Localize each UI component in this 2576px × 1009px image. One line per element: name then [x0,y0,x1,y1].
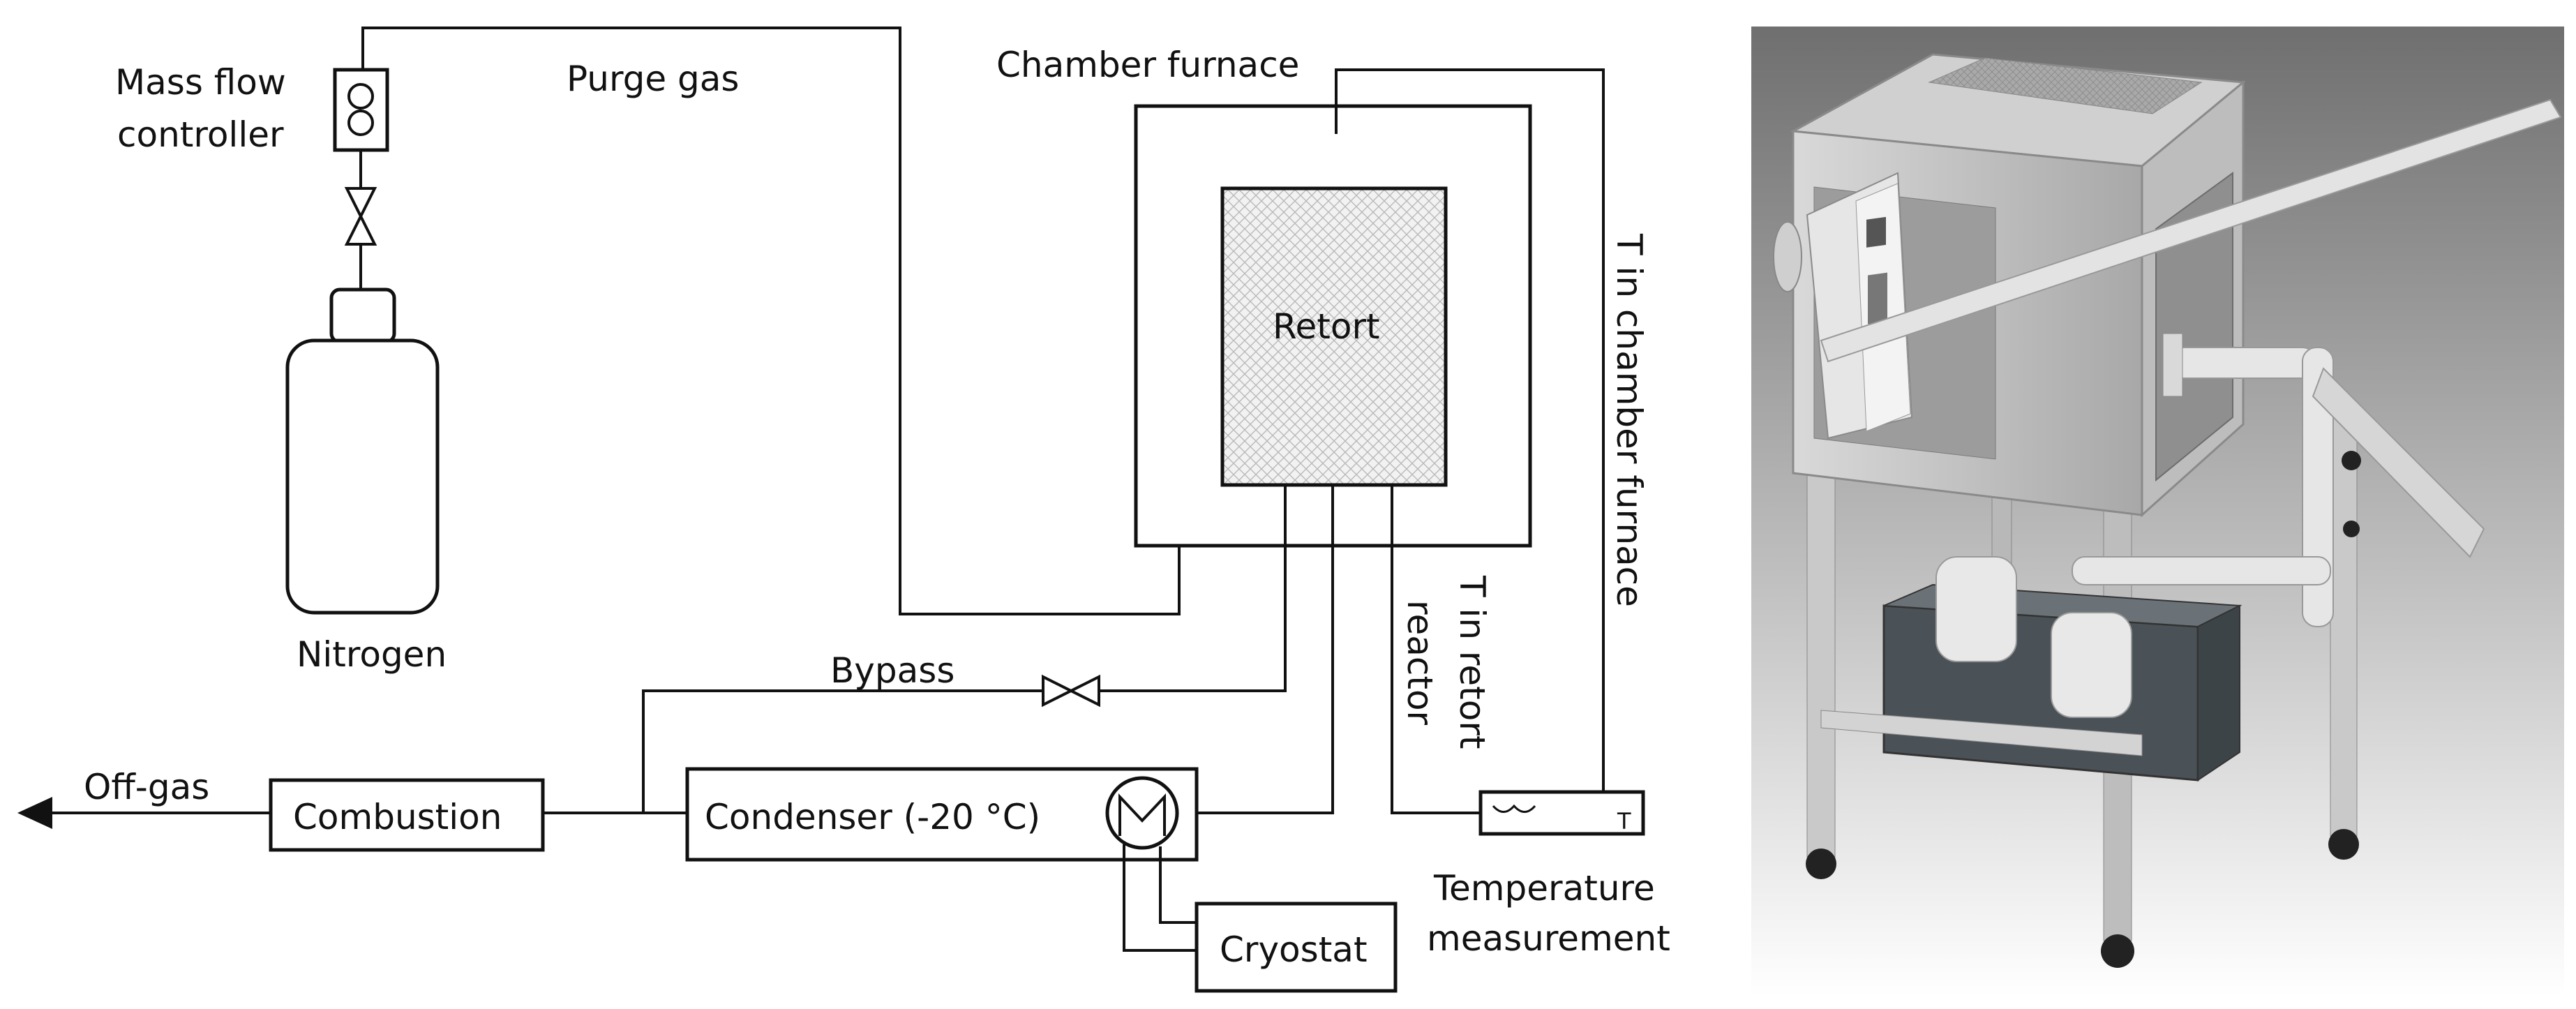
t-retort-label-2: reactor [1400,600,1440,726]
furnace-3d-render [1751,27,2564,996]
frame-crossbar [1820,710,2143,756]
bypass-valve [1042,674,1100,708]
combustion-unit [269,778,545,852]
outlet-pipe [2169,347,2317,379]
off-gas-arrow-icon [17,797,52,829]
nitrogen-bottle-neck [329,287,396,344]
combustion-label: Combustion [293,797,502,837]
caster-wheel [2101,934,2134,968]
valve-knob [2342,451,2361,470]
mass-flow-controller-label: Mass flow [115,62,286,103]
condenser [685,767,1199,862]
bypass-line [642,485,1287,813]
temperature-measurement-label: Temperature [1433,868,1655,909]
control-display [1866,216,1886,248]
condenser-heat-exchanger-icon [1105,776,1179,850]
chamber-furnace-label: Chamber furnace [996,45,1299,85]
bypass-label: Bypass [830,650,954,691]
cryostat-line [1123,844,1197,952]
condenser-label: Condenser (-20 °C) [705,797,1040,837]
mfc-symbol [347,83,374,110]
side-chute [2312,367,2485,558]
thermocouple-symbol: T [1617,808,1631,835]
condenser-vessel [2051,612,2132,718]
nitrogen-valve [344,187,377,246]
purge-gas-tube [1820,98,2562,363]
cryostat-label: Cryostat [1220,929,1368,970]
caster-wheel [2328,829,2359,860]
mfc-symbol-lower [347,110,374,136]
retort-outlet-line [1197,485,1334,814]
side-hinge [1773,221,1802,292]
retort-label: Retort [1273,306,1380,347]
nitrogen-bottle [285,338,440,615]
purge-gas-label: Purge gas [567,59,739,99]
temperature-sensor-symbol [1492,804,1536,813]
furnace-top-vent [1928,57,2203,114]
purge-gas-line [361,27,1221,615]
nitrogen-label: Nitrogen [297,634,447,675]
collection-tray-side [2197,604,2240,782]
off-gas-label: Off-gas [84,767,209,807]
control-display [1868,272,1887,324]
temperature-measurement-label-2: measurement [1427,918,1670,959]
valve-knob [2343,521,2360,537]
frame-leg [1806,417,1836,858]
mass-flow-controller-label-2: controller [117,114,284,155]
temperature-measurement-unit [1478,790,1645,836]
furnace-side-door [2155,172,2233,482]
outlet-pipe-lower [2072,556,2331,585]
t-retort-label: T in retort [1452,575,1492,749]
frame-leg [2330,417,2358,837]
flange [2162,333,2183,397]
t-chamber-furnace-label: T in chamber furnace [1609,233,1649,607]
t-retort-line [1391,485,1481,814]
process-flow-diagram: T Mass flow controller Purge gas Chamber… [17,27,1670,993]
caster-wheel [1806,849,1836,879]
collection-tray [1882,604,2199,782]
condenser-vessel [1935,556,2017,662]
heat-exchanger-coil [1118,793,1166,836]
cryostat [1195,902,1398,993]
